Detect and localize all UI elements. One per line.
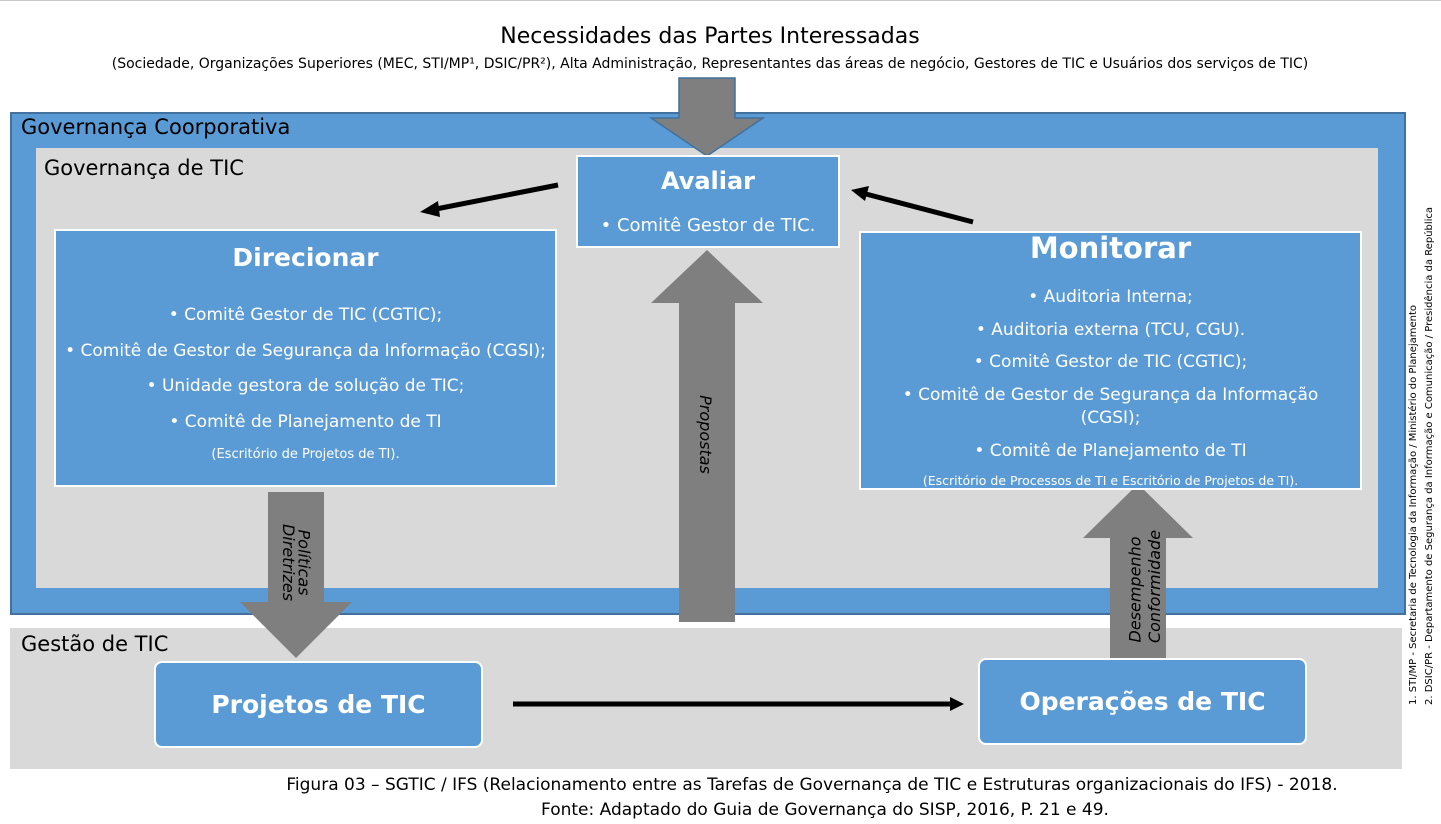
monitor-title: Monitorar bbox=[1029, 231, 1192, 265]
monitor-item: • Comitê Gestor de TIC (CGTIC); bbox=[973, 352, 1248, 372]
direct-title: Direcionar bbox=[232, 243, 379, 272]
monitor-note: (Escritório de Processos de TI e Escritó… bbox=[922, 473, 1299, 488]
desempenho-label: Desempenho bbox=[1125, 536, 1145, 643]
avaliar-to-direcionar-arrow bbox=[435, 182, 559, 212]
monitor-item: • Auditoria Interna; bbox=[1028, 287, 1193, 307]
footnotes: 1. STI/MP - Secretaria de Tecnologia da … bbox=[1408, 207, 1441, 715]
ict-management-label: Gestão de TIC bbox=[21, 632, 169, 656]
ict-governance-label: Governança de TIC bbox=[44, 156, 244, 180]
figure-source: Fonte: Adaptado do Guia de Governança do… bbox=[541, 800, 1109, 820]
monitor-item: • Comitê de Planejamento de TI bbox=[974, 441, 1247, 461]
politicas-down-arrow bbox=[240, 492, 352, 658]
direct-item: • Comitê Gestor de TIC (CGTIC); bbox=[168, 305, 443, 325]
direct-item: • Comitê de Gestor de Segurança da Infor… bbox=[65, 341, 546, 361]
monitor-item: • Comitê de Gestor de Segurança da Infor… bbox=[902, 385, 1319, 405]
monitor-item: • Auditoria externa (TCU, CGU). bbox=[975, 320, 1246, 340]
stakeholder-needs-title: Necessidades das Partes Interessadas bbox=[500, 24, 920, 49]
evaluate-item: • Comitê Gestor de TIC. bbox=[600, 215, 816, 236]
desempenho-up-arrow bbox=[1083, 484, 1193, 658]
monitorar-to-avaliar-arrow bbox=[865, 191, 974, 225]
monitor-item: (CGSI); bbox=[1080, 408, 1141, 428]
corporate-governance-label: Governança Coorporativa bbox=[21, 115, 291, 139]
direct-item: • Unidade gestora de solução de TIC; bbox=[146, 376, 465, 396]
propostas-label: Propostas bbox=[695, 395, 715, 474]
direct-item: • Comitê de Planejamento de TI bbox=[169, 412, 442, 432]
diretrizes-label: Diretrizes bbox=[279, 523, 299, 602]
conformidade-label: Conformidade bbox=[1145, 529, 1165, 644]
figure-caption: Figura 03 – SGTIC / IFS (Relacionamento … bbox=[286, 775, 1338, 795]
stakeholder-needs-subtitle: (Sociedade, Organizações Superiores (MEC… bbox=[111, 56, 1309, 72]
monitor-box: Monitorar • Auditoria Interna; • Auditor… bbox=[859, 231, 1362, 490]
direct-note: (Escritório de Projetos de TI). bbox=[211, 447, 400, 462]
top-rule bbox=[0, 0, 1441, 1]
direct-box: Direcionar • Comitê Gestor de TIC (CGTIC… bbox=[54, 229, 557, 487]
ict-projects-box: Projetos de TIC bbox=[154, 661, 483, 748]
ict-operations-box: Operações de TIC bbox=[978, 658, 1307, 745]
propostas-up-arrow bbox=[651, 250, 763, 622]
evaluate-title: Avaliar bbox=[660, 167, 756, 195]
footnote-2: 2. DSIC/PR - Departamento de Segurança d… bbox=[1424, 206, 1435, 705]
footnote-1: 1. STI/MP - Secretaria de Tecnologia da … bbox=[1408, 304, 1419, 705]
evaluate-box: Avaliar • Comitê Gestor de TIC. bbox=[576, 155, 840, 248]
needs-down-arrow bbox=[648, 77, 766, 157]
